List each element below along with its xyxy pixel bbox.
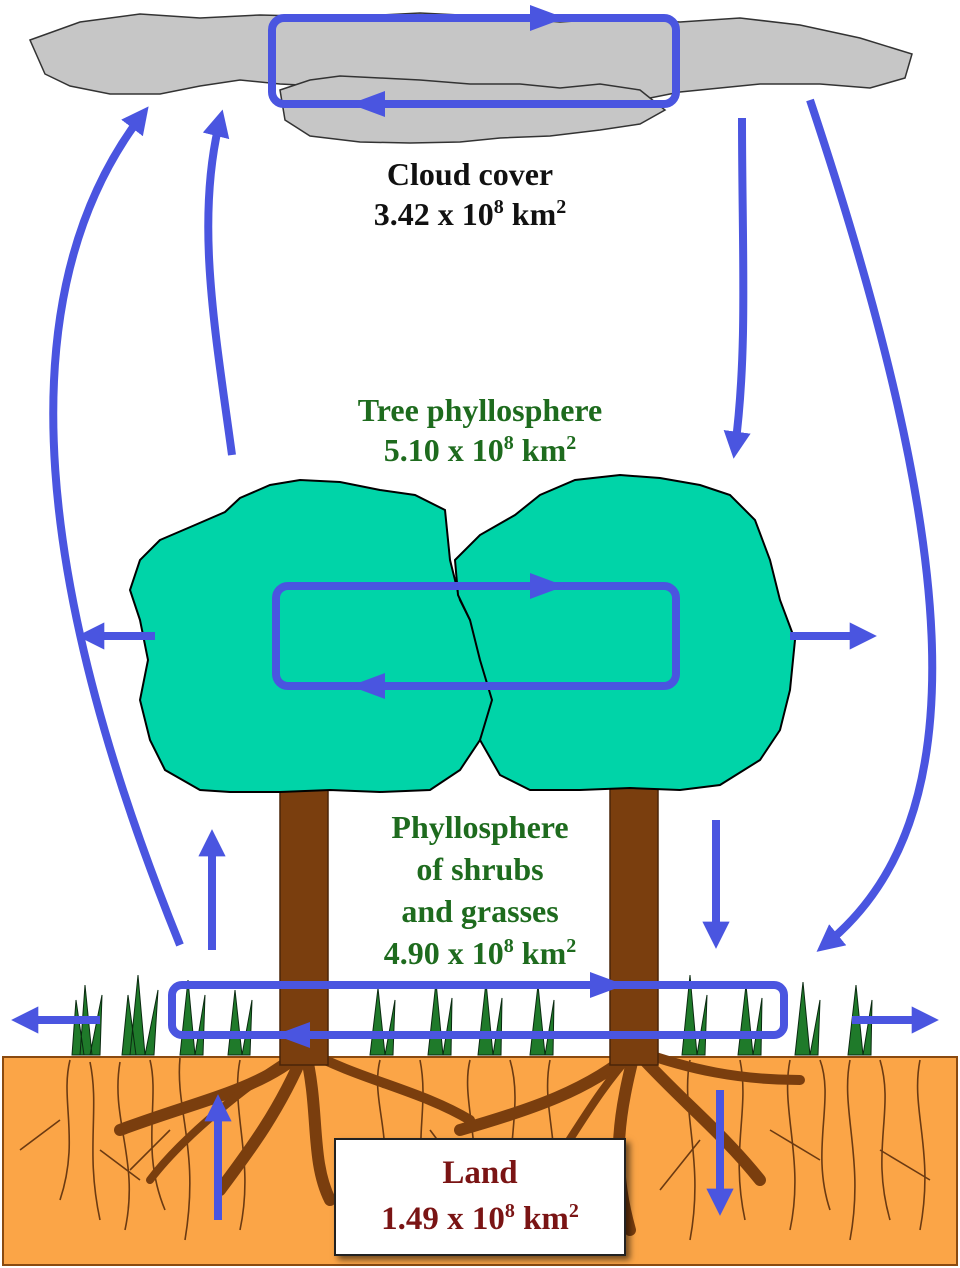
land-title: Land — [442, 1155, 518, 1191]
tree-phyllosphere-label: Tree phyllosphere 5.10 x 108 km2 — [300, 390, 660, 470]
shrub-phyllosphere-area: 4.90 x 108 km2 — [383, 935, 577, 971]
right-tree-trunk — [609, 779, 659, 1066]
shrub-label-line3: and grasses — [401, 893, 559, 929]
canopy-loop-arrow-right — [530, 573, 565, 599]
land-label: Land 1.49 x 108 km2 — [334, 1150, 626, 1242]
cloud-shape — [28, 12, 913, 144]
canopy-loop-arrow-left — [350, 673, 385, 699]
cloud-to-canopy-arrow — [723, 117, 751, 459]
cloud-cycle-loop — [268, 14, 680, 108]
tree-phyllosphere-area: 5.10 x 108 km2 — [383, 432, 577, 468]
cloud-loop-arrow-right — [530, 5, 565, 31]
ground-loop-arrow-right — [590, 972, 625, 998]
land-area: 1.49 x 108 km2 — [381, 1200, 579, 1237]
ground-cycle-loop — [168, 981, 788, 1039]
ground-loop-arrow-left — [275, 1022, 310, 1048]
cloud-loop-arrow-left — [350, 91, 385, 117]
canopy-to-cloud-arrow — [202, 109, 236, 456]
shrub-label-line1: Phyllosphere — [391, 809, 569, 845]
cloud-cover-area: 3.42 x 108 km2 — [373, 196, 567, 232]
cloud-to-ground-arrow-right — [806, 98, 937, 952]
tree-phyllosphere-title: Tree phyllosphere — [357, 392, 603, 428]
ground-to-cloud-arrow-left — [49, 106, 184, 947]
cloud-cover-label: Cloud cover 3.42 x 108 km2 — [300, 154, 640, 234]
cloud-cover-title: Cloud cover — [386, 156, 554, 192]
left-tree-canopy — [128, 478, 497, 794]
canopy-cycle-loop — [272, 582, 680, 690]
shrub-label-line2: of shrubs — [416, 851, 544, 887]
shrub-phyllosphere-label: Phyllosphere of shrubs and grasses 4.90 … — [330, 806, 630, 974]
left-tree-trunk — [279, 779, 329, 1066]
right-tree-canopy — [453, 473, 797, 792]
land-label-box — [334, 1138, 626, 1256]
